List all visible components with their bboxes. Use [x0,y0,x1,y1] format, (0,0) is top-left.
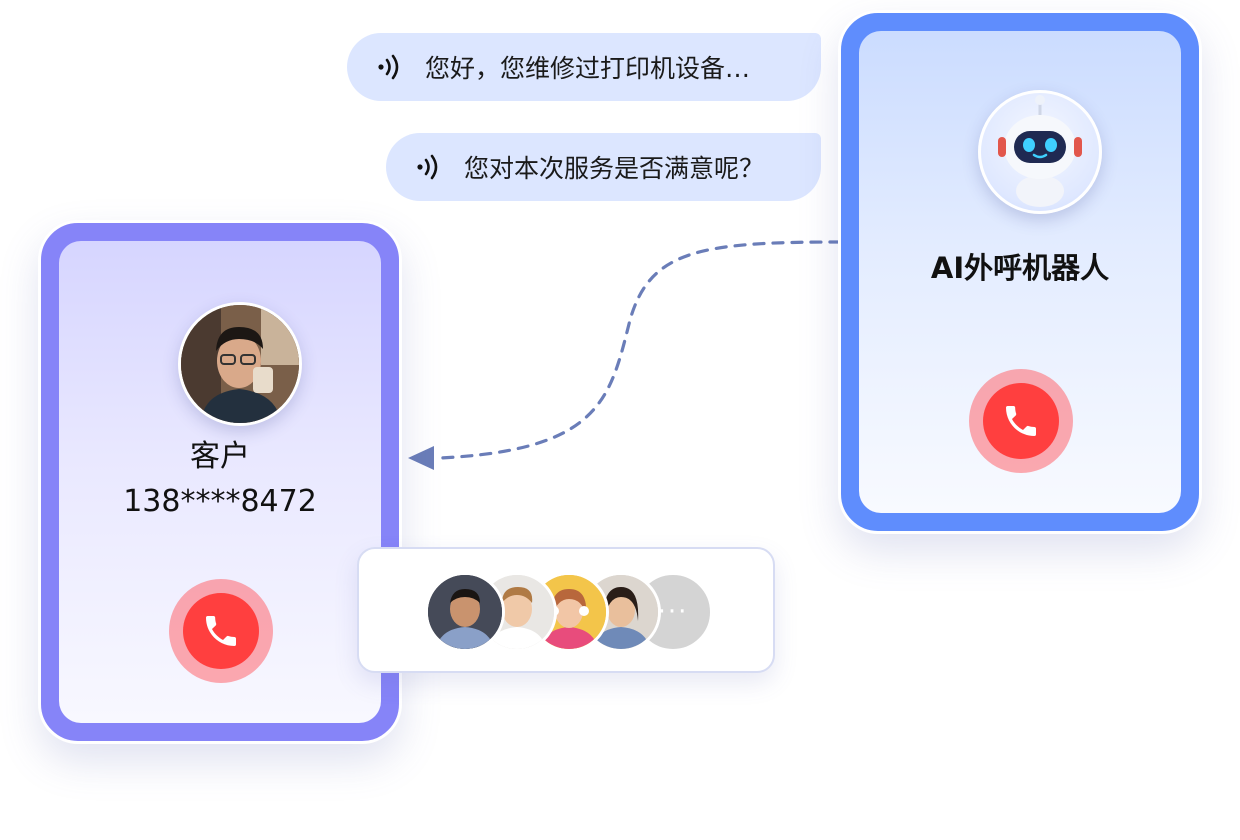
bubble-text: 您好，您维修过打印机设备… [425,54,751,83]
phone-icon [206,616,236,646]
customer-phone-card: 客户 138****8472 [38,220,402,744]
customer-hangup-button[interactable] [169,579,273,683]
voice-wave-icon [378,54,399,80]
voice-wave-icon [417,154,438,180]
speech-bubble-greeting: 您好，您维修过打印机设备… [347,33,821,101]
call-flow-arrow [408,240,842,470]
robot-icon [998,95,1082,207]
phone-icon [1006,406,1036,436]
robot-label: AI外呼机器人 [930,251,1110,285]
customer-phone-number: 138****8472 [123,484,317,519]
robot-avatar [978,90,1102,214]
speech-bubble-survey: 您对本次服务是否满意呢？ [386,133,821,201]
customer-avatar-3 [529,572,609,652]
customer-label: 客户 [190,439,250,474]
customer-group-card: ··· [357,547,775,673]
arrow-head-icon [408,446,434,470]
robot-hangup-button[interactable] [969,369,1073,473]
robot-screen: AI外呼机器人 [859,31,1181,513]
customer-screen: 客户 138****8472 [59,241,381,723]
customer-avatar [178,302,302,426]
bubble-text: 您对本次服务是否满意呢？ [464,154,765,183]
customer-avatar-1 [425,572,505,652]
ai-robot-phone-card: AI外呼机器人 [838,10,1202,534]
